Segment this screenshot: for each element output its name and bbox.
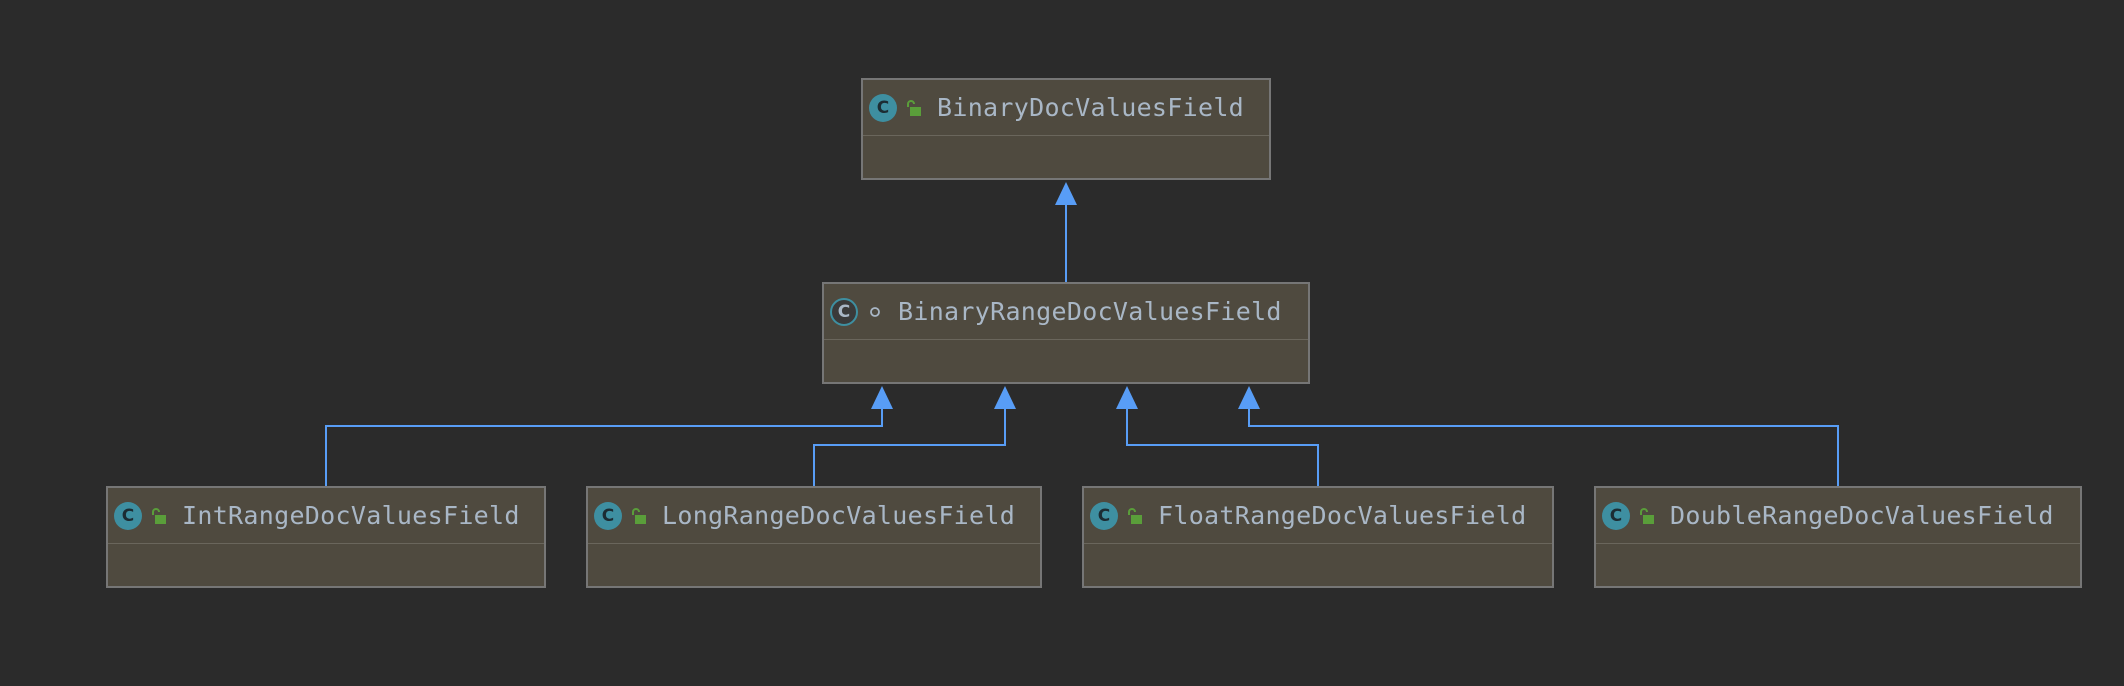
unlocked-icon: [1124, 505, 1146, 527]
class-name: IntRangeDocValuesField: [182, 501, 520, 530]
edge-int-range-to-binary-range: [325, 386, 893, 486]
class-icon: C: [114, 501, 142, 530]
class-node-header: C LongRangeDocValuesField: [588, 488, 1040, 544]
unlocked-icon: [628, 505, 650, 527]
unlocked-icon: [903, 97, 925, 119]
unlocked-icon: [1636, 505, 1658, 527]
class-icon: C: [1090, 501, 1118, 530]
edge-binary-range-to-binary: [1055, 182, 1077, 282]
class-node-float-range-doc-values-field[interactable]: C FloatRangeDocValuesField: [1082, 486, 1554, 588]
edge-float-range-to-binary-range: [1116, 386, 1319, 486]
class-node-header: C IntRangeDocValuesField: [108, 488, 544, 544]
class-node-double-range-doc-values-field[interactable]: C DoubleRangeDocValuesField: [1594, 486, 2082, 588]
class-node-binary-doc-values-field[interactable]: C BinaryDocValuesField: [861, 78, 1271, 180]
class-node-header: C BinaryRangeDocValuesField: [824, 284, 1308, 340]
edge-double-range-to-binary-range: [1238, 386, 1839, 486]
package-private-icon: [864, 301, 886, 323]
class-name: DoubleRangeDocValuesField: [1670, 501, 2054, 530]
class-node-header: C DoubleRangeDocValuesField: [1596, 488, 2080, 544]
class-icon: C: [1602, 501, 1630, 530]
unlocked-icon: [148, 505, 170, 527]
class-name: FloatRangeDocValuesField: [1158, 501, 1527, 530]
class-name: LongRangeDocValuesField: [662, 501, 1016, 530]
class-name: BinaryRangeDocValuesField: [898, 297, 1282, 326]
class-node-header: C BinaryDocValuesField: [863, 80, 1269, 136]
class-node-binary-range-doc-values-field[interactable]: C BinaryRangeDocValuesField: [822, 282, 1310, 384]
class-icon: C: [594, 501, 622, 530]
edge-long-range-to-binary-range: [813, 386, 1016, 486]
abstract-class-icon: C: [830, 297, 858, 326]
class-node-long-range-doc-values-field[interactable]: C LongRangeDocValuesField: [586, 486, 1042, 588]
class-name: BinaryDocValuesField: [937, 93, 1245, 122]
class-icon: C: [869, 93, 897, 122]
class-node-header: C FloatRangeDocValuesField: [1084, 488, 1552, 544]
class-node-int-range-doc-values-field[interactable]: C IntRangeDocValuesField: [106, 486, 546, 588]
